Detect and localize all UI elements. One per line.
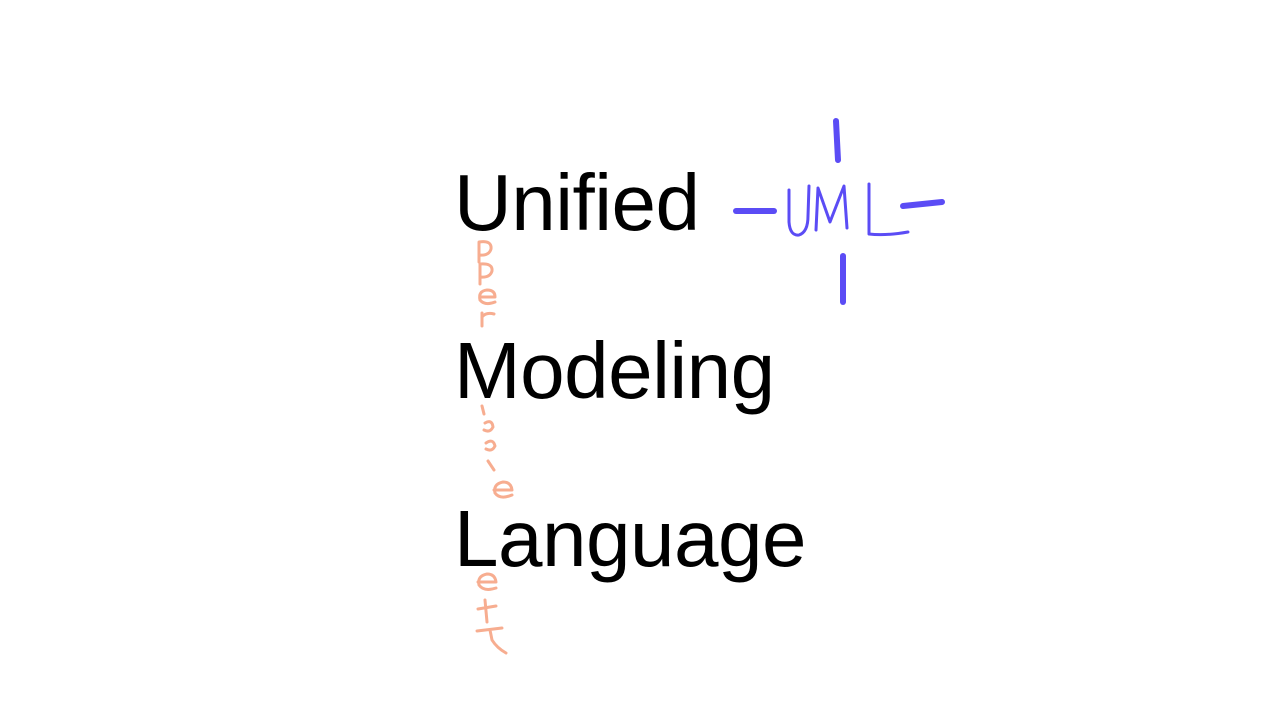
uml-cross-right-stroke [900, 199, 945, 209]
uml-letter-l [867, 182, 910, 237]
uml-cross-top-stroke [833, 118, 841, 163]
uml-letter-m [814, 184, 849, 232]
uml-letter-u [787, 184, 811, 237]
title-word-modeling: Modeling [454, 326, 775, 415]
title-word-language: Language [454, 494, 806, 583]
title-word-unified: Unified [454, 158, 700, 247]
